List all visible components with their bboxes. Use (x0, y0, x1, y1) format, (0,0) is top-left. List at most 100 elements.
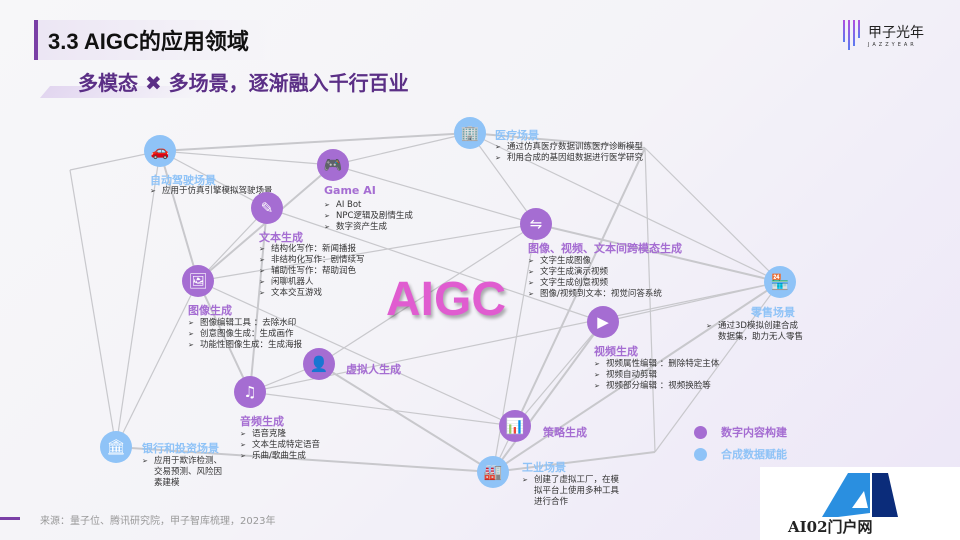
list-item: 闲聊机器人 (259, 277, 369, 288)
node-title-image: 图像生成 (188, 304, 232, 317)
list-item: 视频属性编辑 ：删除特定主体 (594, 359, 724, 370)
node-items-text: 结构化写作：新闻播报非结构化写作：剧情续写辅助性写作：帮助润色闲聊机器人文本交互… (259, 244, 369, 299)
page-subtitle: 多模态 ✖ 多场景，逐渐融入千行百业 (78, 71, 409, 95)
list-item: 文字生成创意视频 (528, 278, 718, 289)
network-line (249, 281, 781, 393)
list-item: 文字生成图像 (528, 256, 718, 267)
node-items-cross: 文字生成图像文字生成演示视频文字生成创意视频图像/视频到文本：视觉问答系统 (528, 256, 718, 300)
list-item: 通过仿真医疗数据训练医疗诊断模型 (495, 142, 645, 153)
node-items-video: 视频属性编辑 ：删除特定主体视频自动剪辑视频部分编辑 ：视频换脸等 (594, 359, 724, 392)
network-line (249, 207, 268, 393)
node-items-auto: 应用于仿真引擎模拟驾驶场景 (150, 186, 300, 197)
network-line (535, 223, 781, 283)
list-item: 应用于欺诈检测、交易预测、风险因素建模 (142, 456, 222, 489)
logo-bars-icon (843, 20, 860, 50)
chart-monitor-icon: 📊 (499, 410, 531, 442)
list-item: 应用于仿真引擎模拟驾驶场景 (150, 186, 300, 197)
network-line (514, 321, 604, 427)
node-title-cross: 图像、视频、文本间跨模态生成 (528, 242, 682, 255)
list-item: 文本交互游戏 (259, 288, 369, 299)
list-item: AI Bot (324, 200, 464, 211)
logo-name: 甲子光年 (868, 25, 924, 41)
node-title-bank: 银行和投资场景 (142, 442, 219, 455)
title-bar (34, 20, 274, 60)
aigc-center-label: AIGC (386, 273, 506, 326)
network-line (492, 321, 604, 473)
watermark-overlay: AI02门户网 (760, 467, 960, 540)
node-title-medical: 医疗场景 (495, 129, 539, 142)
list-item: 通过3D模拟创建合成数据集，助力无人零售 (706, 321, 806, 343)
edit-icon: ✎ (251, 192, 283, 224)
node-items-medical: 通过仿真医疗数据训练医疗诊断模型利用合成的基因组数据进行医学研究 (495, 142, 645, 164)
legend-digital-content: 数字内容构建 (694, 426, 787, 439)
page-title: 3.3 AIGC的应用领域 (48, 29, 249, 54)
node-title-text: 文本生成 (259, 231, 303, 244)
node-items-image: 图像编辑工具 ：去除水印创意图像生成：生成画作功能性图像生成：生成海报 (188, 318, 348, 351)
network-line (197, 280, 516, 427)
list-item: 文字生成演示视频 (528, 267, 718, 278)
network-line (469, 132, 537, 225)
node-title-audio: 音频生成 (240, 415, 284, 428)
avatar-icon: 👤 (303, 348, 335, 380)
list-item: 视频自动剪辑 (594, 370, 724, 381)
gamepad-icon: 🎮 (317, 149, 349, 181)
network-line (266, 207, 604, 323)
network-line (69, 169, 117, 448)
list-item: 视频部分编辑 ：视频换脸等 (594, 381, 724, 392)
factory-icon: 🏭 (477, 456, 509, 488)
node-title-industry: 工业场景 (522, 461, 566, 474)
watermark-text: AI02门户网 (788, 518, 873, 536)
node-items-industry: 创建了虚拟工厂，在模拟平台上使用多种工具进行合作 (522, 475, 622, 508)
network-line (159, 150, 334, 166)
legend-label: 合成数据赋能 (721, 448, 787, 461)
list-item: 创意图像生成：生成画作 (188, 329, 348, 340)
list-item: 利用合成的基因组数据进行医学研究 (495, 153, 645, 164)
network-line (332, 132, 471, 166)
store-icon: 🏪 (764, 266, 796, 298)
network-line (159, 150, 199, 282)
network-line (115, 280, 199, 448)
node-title-game: Game AI (324, 184, 376, 197)
bank-icon: 🏛 (100, 431, 132, 463)
network-line (115, 150, 161, 448)
node-items-game: AI BotNPC逻辑及剧情生成数字资产生成 (324, 200, 464, 233)
source-note: 来源：量子位、腾讯研究院，甲子智库梳理，2023年 (40, 516, 276, 527)
list-item: 数字资产生成 (324, 222, 464, 233)
network-line (332, 164, 537, 225)
network-line (644, 147, 656, 453)
list-item: 非结构化写作：剧情续写 (259, 255, 369, 266)
video-icon: ▶ (587, 306, 619, 338)
legend-dot-purple (694, 426, 707, 439)
network-line (159, 132, 471, 152)
network-line (197, 207, 268, 282)
network-line (318, 363, 494, 473)
node-title-strategy: 策略生成 (543, 426, 587, 439)
network-line (249, 391, 516, 427)
network-line (644, 147, 781, 283)
list-item: 文本生成特定语音 (240, 440, 350, 451)
node-title-auto: 自动驾驶场景 (150, 174, 216, 187)
node-items-retail: 通过3D模拟创建合成数据集，助力无人零售 (706, 321, 806, 343)
legend-dot-blue (694, 448, 707, 461)
node-items-audio: 语音克隆文本生成特定语音乐曲/歌曲生成 (240, 429, 350, 462)
node-title-video: 视频生成 (594, 345, 638, 358)
list-item: 功能性图像生成：生成海报 (188, 340, 348, 351)
exchange-icon: ⇋ (520, 208, 552, 240)
car-icon: 🚗 (144, 135, 176, 167)
list-item: 图像/视频到文本：视觉问答系统 (528, 289, 718, 300)
node-items-bank: 应用于欺诈检测、交易预测、风险因素建模 (142, 456, 222, 489)
list-item: 语音克隆 (240, 429, 350, 440)
network-line (159, 150, 268, 209)
watermark-a-logo-icon (822, 473, 898, 517)
list-item: 乐曲/歌曲生成 (240, 451, 350, 462)
music-file-icon: ♫ (234, 376, 266, 408)
network-line (318, 223, 537, 365)
network-line (492, 451, 656, 473)
list-item: 结构化写作：新闻播报 (259, 244, 369, 255)
node-title-retail: 零售场景 (751, 306, 795, 319)
node-title-virtual: 虚拟人生成 (346, 363, 401, 376)
legend-synthetic-data: 合成数据赋能 (694, 448, 787, 461)
hospital-icon: 🏢 (454, 117, 486, 149)
source-bar (0, 517, 20, 520)
